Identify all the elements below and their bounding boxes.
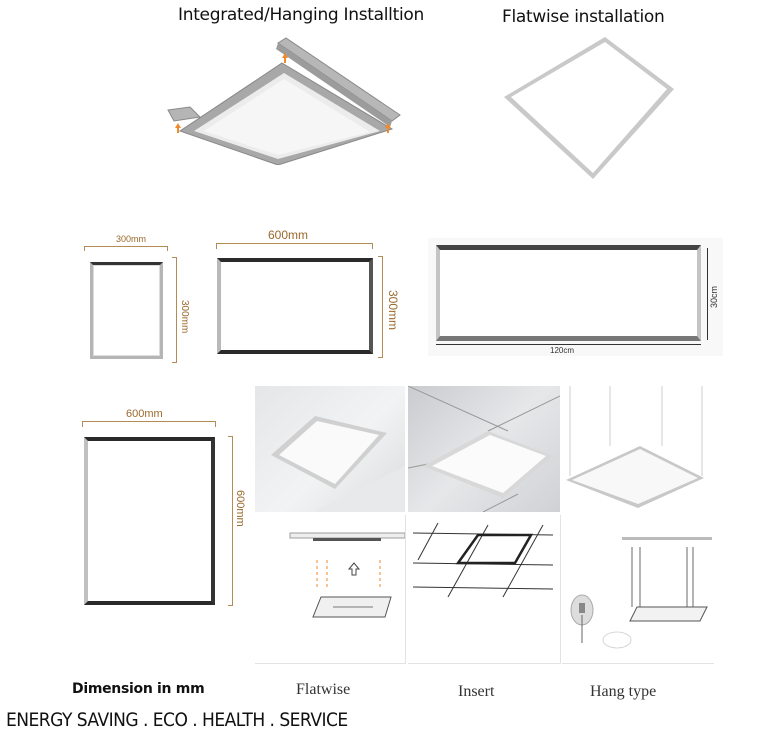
caption-hang-type: Hang type [590, 683, 657, 700]
diagram-flatwise [255, 515, 406, 664]
integrated-installation-illustration [160, 35, 420, 165]
dimension-300-height: 300mm [179, 300, 190, 334]
dimension-bracket [378, 256, 383, 358]
caption-insert: Insert [458, 683, 495, 700]
panel-600x600 [84, 437, 215, 605]
flatwise-installation-illustration [500, 35, 680, 185]
dimension-600-width: 600mm [268, 228, 309, 242]
dimension-30-height: 30cm [709, 285, 719, 308]
dimension-bracket [228, 436, 233, 606]
dimension-line [707, 248, 708, 340]
panel-120x30 [436, 245, 701, 341]
photo-hang-type [562, 386, 714, 512]
photo-insert [408, 386, 560, 512]
dimension-bracket [216, 243, 373, 249]
caption-flatwise: Flatwise [296, 681, 351, 698]
heading-integrated-installation: Integrated/Hanging Installtion [178, 5, 424, 25]
diagram-insert [408, 515, 561, 664]
dimension-600-width-2: 600mm [126, 408, 163, 420]
dimension-120-width: 120cm [550, 346, 575, 355]
footer-slogan: ENERGY SAVING . ECO . HEALTH . SERVICE [6, 709, 348, 731]
up-arrow-icon [347, 562, 361, 576]
dimension-bracket [172, 257, 177, 363]
dimension-600-height: 600mm [234, 490, 246, 527]
panel-300x300 [90, 262, 163, 359]
dimension-300-height-2: 300mm [386, 290, 400, 331]
diagram-hang-type [562, 515, 714, 664]
caption-dimension: Dimension in mm [72, 681, 205, 697]
panel-600x300 [217, 258, 373, 354]
orange-arrow-icon [175, 53, 391, 133]
dimension-bracket [82, 421, 216, 427]
photo-flatwise [255, 386, 405, 512]
heading-flatwise-installation: Flatwise installation [502, 7, 665, 27]
ceiling-mount-icon [570, 594, 594, 643]
dimension-line [436, 344, 701, 345]
dimension-300-width: 300mm [84, 234, 174, 252]
